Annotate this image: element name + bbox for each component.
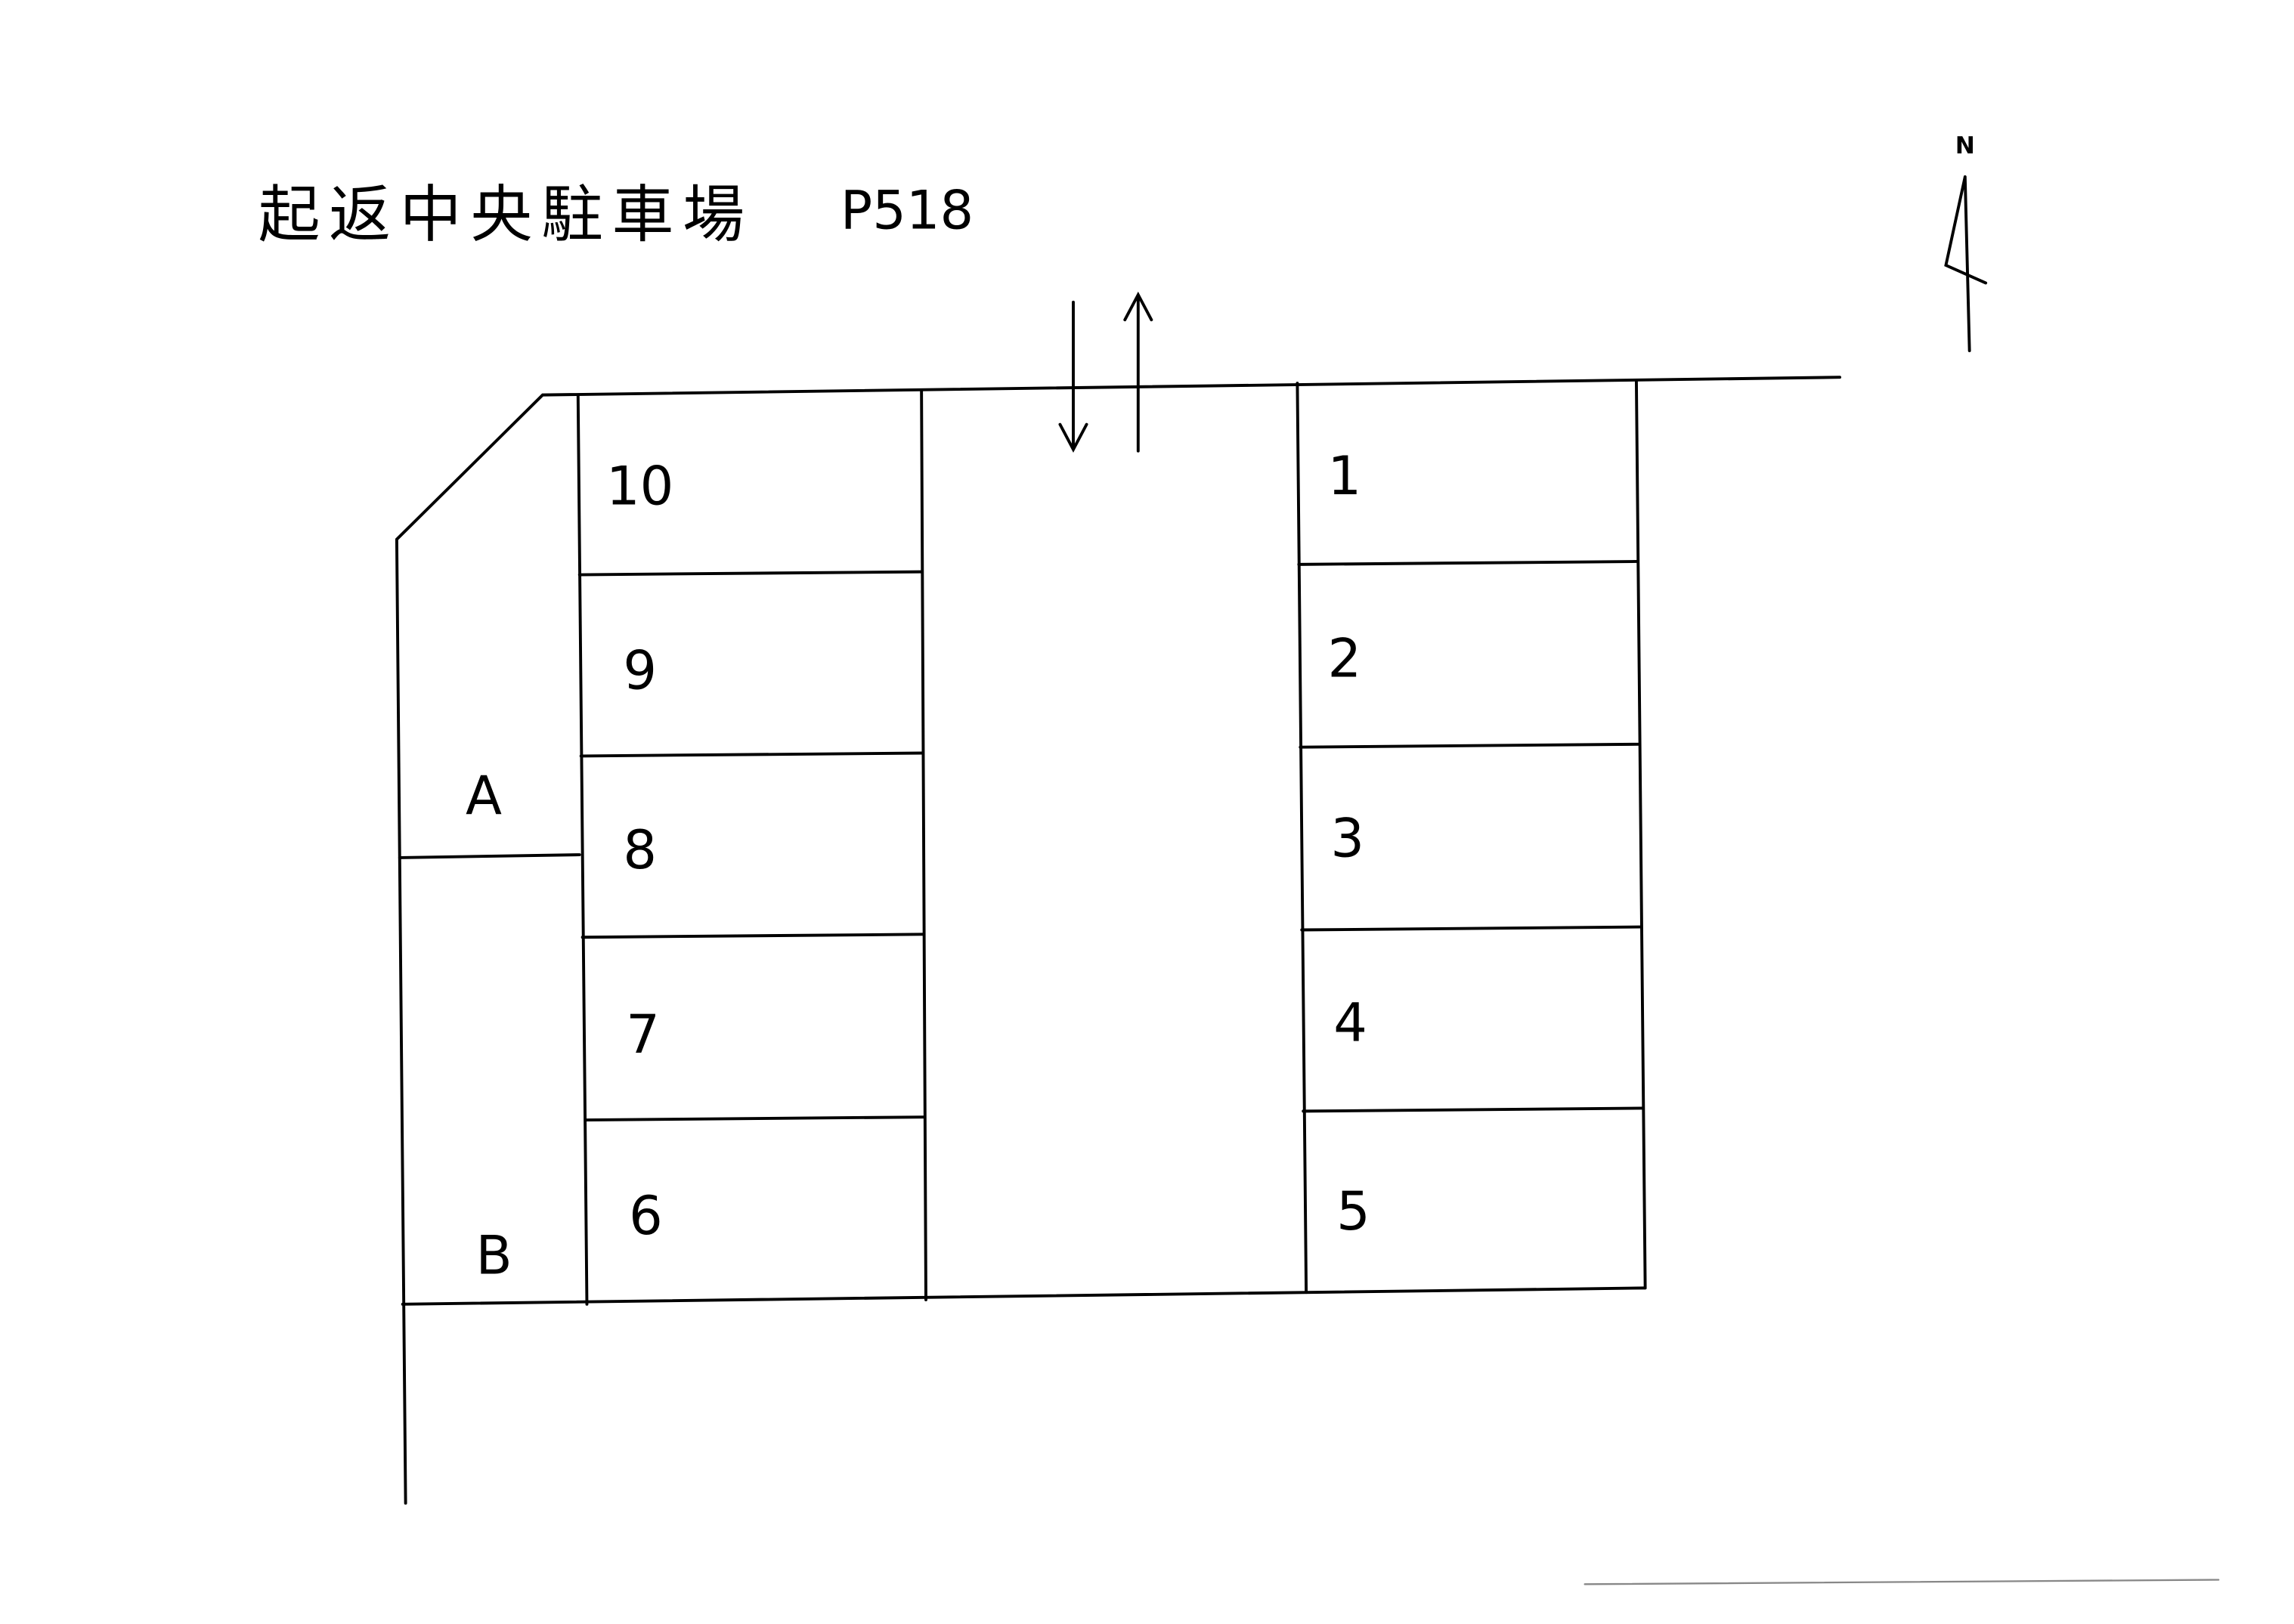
space-label: 7 bbox=[626, 1004, 660, 1066]
space-label: 1 bbox=[1327, 445, 1361, 507]
left-parking-row bbox=[576, 388, 927, 1306]
lot-code: P518 bbox=[841, 179, 974, 241]
right-parking-row bbox=[1296, 379, 1647, 1295]
entry-exit-arrows-icon bbox=[1058, 291, 1153, 453]
space-label: 4 bbox=[1333, 991, 1367, 1053]
area-label-b: B bbox=[476, 1224, 512, 1286]
north-label: N bbox=[1955, 132, 1975, 159]
area-label-a: A bbox=[466, 765, 502, 827]
space-label: 6 bbox=[629, 1185, 663, 1247]
space-label: 9 bbox=[623, 639, 657, 701]
space-label: 3 bbox=[1330, 808, 1364, 870]
space-label: 8 bbox=[623, 819, 657, 881]
space-label: 2 bbox=[1327, 628, 1361, 690]
page-title: 起返中央駐車場 bbox=[259, 179, 754, 251]
divider-line bbox=[1584, 1579, 2220, 1585]
space-label: 5 bbox=[1336, 1180, 1370, 1242]
lot-outline bbox=[395, 376, 1841, 1505]
north-arrow-icon: N bbox=[1944, 132, 1988, 353]
space-label: 10 bbox=[606, 456, 673, 518]
